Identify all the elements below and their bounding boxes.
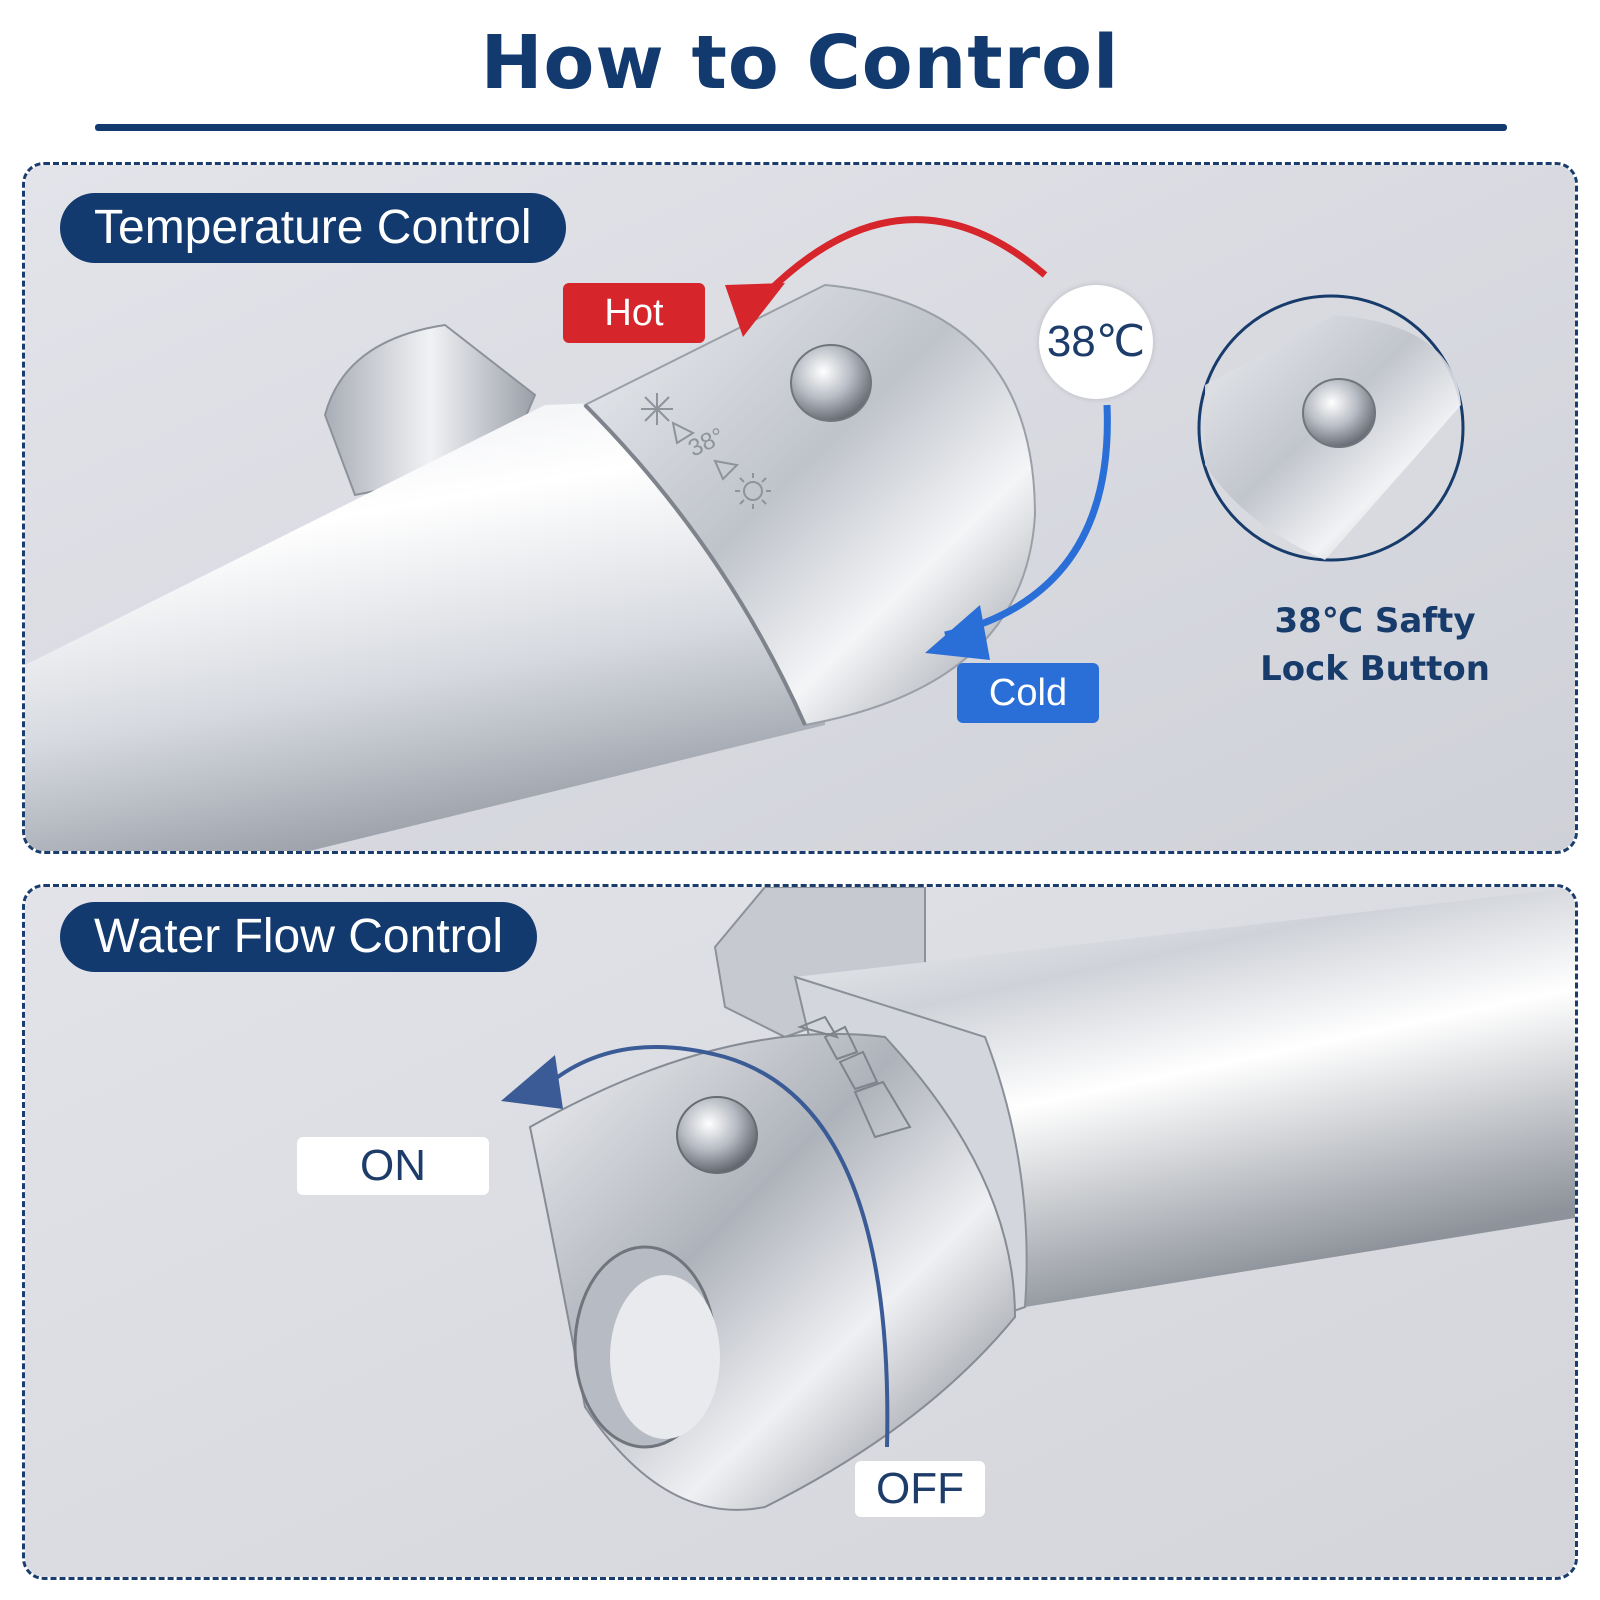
flow-valve-illustration bbox=[25, 887, 1575, 1577]
lock-button-zoom-circle bbox=[1197, 294, 1465, 562]
sun-icon bbox=[735, 473, 771, 509]
cold-label: Cold bbox=[957, 663, 1099, 723]
arrow-counterclockwise-icon bbox=[543, 1045, 890, 1448]
hot-arrow-arc bbox=[762, 216, 1048, 298]
down-triangle-marker bbox=[713, 459, 740, 481]
safety-lock-button[interactable] bbox=[790, 344, 872, 422]
title-divider bbox=[95, 124, 1507, 131]
hot-label: Hot bbox=[563, 283, 705, 343]
water-flow-control-label: Water Flow Control bbox=[60, 902, 537, 972]
cold-arrow-arc bbox=[944, 404, 1111, 639]
temperature-badge: 38℃ bbox=[1039, 285, 1153, 399]
hot-arrowhead bbox=[725, 283, 785, 337]
on-label: ON bbox=[297, 1137, 489, 1195]
page-title: How to Control bbox=[480, 20, 1120, 106]
lock-button-caption: 38℃ Safty Lock Button bbox=[1225, 597, 1525, 693]
water-flow-scale-icon bbox=[796, 1015, 912, 1139]
temperature-control-panel: 38° Temperature Control Hot Cold 38℃ 38℃… bbox=[22, 162, 1578, 854]
lock-caption-line1: 38℃ Safty bbox=[1274, 601, 1476, 641]
off-label: OFF bbox=[855, 1461, 985, 1517]
water-flow-control-panel: Water Flow Control ON OFF bbox=[22, 884, 1578, 1580]
lock-caption-line2: Lock Button bbox=[1260, 649, 1490, 689]
up-triangle-marker bbox=[671, 421, 696, 445]
snowflake-icon bbox=[641, 393, 673, 425]
temperature-control-label: Temperature Control bbox=[60, 193, 566, 263]
temperature-valve-illustration: 38° bbox=[25, 165, 1575, 851]
cold-arrowhead bbox=[925, 605, 990, 660]
flow-knob-button[interactable] bbox=[676, 1096, 758, 1174]
flow-arrowhead bbox=[501, 1055, 563, 1109]
